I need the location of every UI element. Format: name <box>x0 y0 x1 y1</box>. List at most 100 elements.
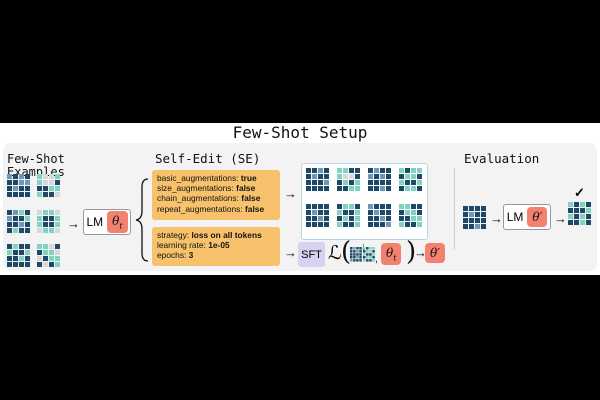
grid-cell <box>25 250 30 255</box>
grid-cell <box>43 180 48 185</box>
grid-cell <box>580 214 585 219</box>
grid-cell <box>318 174 323 179</box>
grid-cell <box>353 247 356 250</box>
grid-cell <box>355 222 360 227</box>
grid-cell <box>37 186 42 191</box>
grid-cell <box>374 186 379 191</box>
grid-cell <box>417 216 422 221</box>
grid-cell <box>469 218 474 223</box>
grid-cell <box>13 250 18 255</box>
grid-cell <box>386 216 391 221</box>
grid-cell <box>568 220 573 225</box>
grid-cell <box>7 262 12 267</box>
grid-cell <box>386 210 391 215</box>
grid-cell <box>7 228 12 233</box>
grid-cell <box>463 224 468 229</box>
grid-cell <box>43 244 48 249</box>
grid-cell <box>586 214 591 219</box>
grid-cell <box>475 206 480 211</box>
grid-cell <box>55 256 60 261</box>
grid-cell <box>55 216 60 221</box>
theta-prime: θ′ <box>425 243 445 263</box>
grid-cell <box>399 186 404 191</box>
grid-cell <box>386 180 391 185</box>
sft-box: SFT <box>298 242 325 267</box>
grid-cell <box>37 222 42 227</box>
grid-cell <box>19 210 24 215</box>
grid-cell <box>49 210 54 215</box>
grid-cell <box>43 186 48 191</box>
grid-cell <box>312 174 317 179</box>
config-row: basic_augmentations: true <box>157 173 257 183</box>
config-row: size_augmentations: false <box>157 183 256 194</box>
grid-cell <box>349 180 354 185</box>
selfedit-label: Self-Edit (SE) <box>155 151 261 166</box>
grid-cell <box>411 180 416 185</box>
grid-cell <box>372 259 375 262</box>
grid-cell <box>55 186 60 191</box>
grid-cell <box>356 259 359 262</box>
grid-cell <box>368 222 373 227</box>
section-divider <box>454 168 455 250</box>
grid-cell <box>411 168 416 173</box>
grid-cell <box>405 168 410 173</box>
grid-cell <box>586 220 591 225</box>
grid-cell <box>25 174 30 179</box>
grid-cell <box>349 216 354 221</box>
grid-cell <box>475 218 480 223</box>
grid-cell <box>399 204 404 209</box>
grid-cell <box>49 262 54 267</box>
grid-cell <box>369 259 372 262</box>
grid-cell <box>372 253 375 256</box>
grid-cell <box>306 210 311 215</box>
config-row: strategy: loss on all tokens <box>157 230 262 240</box>
grid-cell <box>363 253 366 256</box>
grid-cell <box>337 222 342 227</box>
grid-cell <box>356 256 359 259</box>
grid-cell <box>380 222 385 227</box>
grid-cell <box>363 247 366 250</box>
grid-cell <box>49 216 54 221</box>
grid-cell <box>399 180 404 185</box>
grid-cell <box>337 210 342 215</box>
grid-cell <box>356 250 359 253</box>
grid-cell <box>312 204 317 209</box>
grid-cell <box>13 186 18 191</box>
grid-cell <box>343 204 348 209</box>
grid-cell <box>55 192 60 197</box>
grid-cell <box>399 216 404 221</box>
grid-cell <box>353 256 356 259</box>
grid-cell <box>411 210 416 215</box>
grid-cell <box>355 216 360 221</box>
grid-cell <box>55 180 60 185</box>
grid-cell <box>55 262 60 267</box>
grid-cell <box>324 186 329 191</box>
grid-cell <box>372 256 375 259</box>
grid-cell <box>343 210 348 215</box>
grid-cell <box>25 228 30 233</box>
grid-cell <box>372 247 375 250</box>
grid-cell <box>43 222 48 227</box>
grid-cell <box>49 228 54 233</box>
grid-cell <box>37 244 42 249</box>
grid-cell <box>475 224 480 229</box>
grid-cell <box>306 216 311 221</box>
grid-cell <box>19 186 24 191</box>
grid-cell <box>353 259 356 262</box>
grid-cell <box>355 174 360 179</box>
grid-cell <box>417 210 422 215</box>
grid-cell <box>481 212 486 217</box>
grid-cell <box>7 180 12 185</box>
grid-cell <box>405 186 410 191</box>
grid-cell <box>574 208 579 213</box>
grid-cell <box>318 222 323 227</box>
arrow-to-eval-output: → <box>554 211 567 226</box>
grid-cell <box>405 222 410 227</box>
grid-cell <box>405 204 410 209</box>
grid-cell <box>368 204 373 209</box>
grid-cell <box>43 216 48 221</box>
grid-cell <box>469 206 474 211</box>
grid-cell <box>49 186 54 191</box>
grid-cell <box>25 192 30 197</box>
grid-cell <box>469 224 474 229</box>
